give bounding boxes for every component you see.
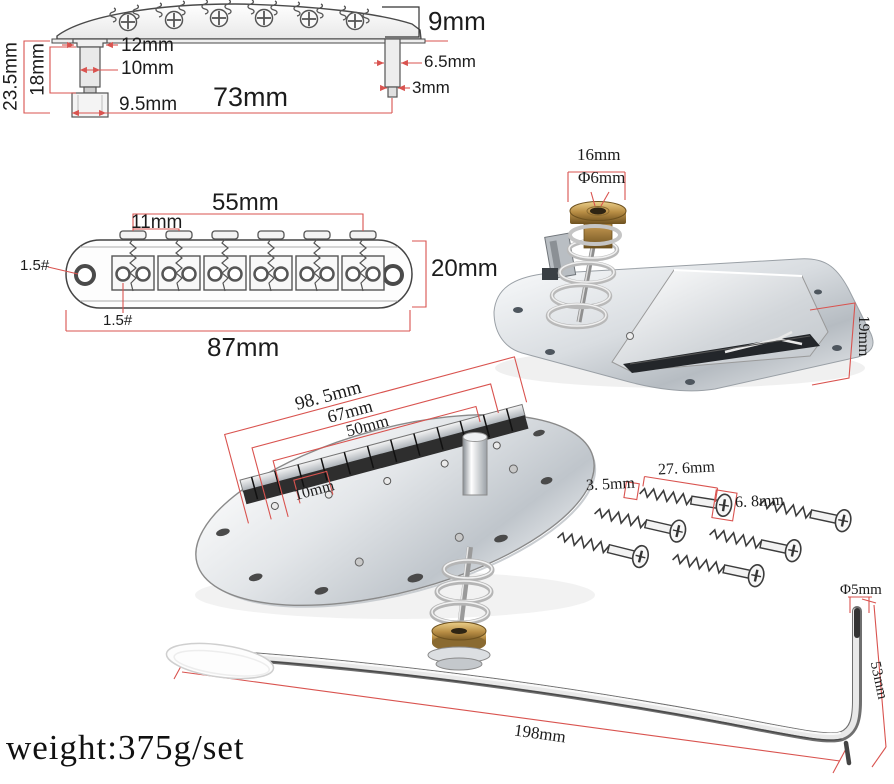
dim-shaft-length: 27. 6mm (657, 458, 716, 479)
bridge-plate-side (51, 3, 426, 44)
bridge-side-view-drawing (23, 0, 448, 118)
oval-plate (195, 413, 595, 607)
plate-height-bracket (382, 6, 420, 38)
tailpiece-dimensions (567, 171, 856, 386)
base-plate-holes (513, 289, 842, 385)
dim-hole-diameter: Φ6mm (578, 168, 626, 187)
arm-thread-tip (843, 740, 852, 766)
screw-2 (591, 500, 689, 545)
pivot-plate (611, 269, 829, 373)
base-plate-photo: 98. 5mm 67mm 50mm 10mm (195, 356, 597, 671)
dim-saddle-hole: 1.5# (103, 312, 133, 329)
dim-saddle-pitch: 11mm (131, 212, 183, 233)
plate-small-screws (354, 464, 518, 567)
tremolo-arm (165, 596, 887, 774)
dim-post-spacing: 73mm (213, 82, 289, 112)
tailpiece-photo (493, 171, 874, 392)
arm-bar (245, 606, 862, 766)
arm-socket-post (462, 432, 488, 496)
dim-tip-width: 3mm (412, 78, 450, 97)
dim-collar-width: 16mm (577, 145, 621, 164)
side-view-dimensions (23, 40, 422, 117)
right-post (384, 38, 401, 98)
dim-thread-diameter: 3. 5mm (585, 474, 636, 495)
weight-label: weight:375g/set (6, 728, 245, 767)
dim-plate-height: 9mm (428, 6, 486, 36)
screw-1 (623, 475, 738, 522)
bridge-front-view-drawing (47, 213, 427, 332)
dim-bushing-width: 9.5mm (119, 94, 178, 115)
screw-dimensions (623, 475, 738, 522)
screw-4 (706, 521, 804, 565)
rail-mount-screws (270, 441, 501, 510)
dim-post-width: 10mm (121, 58, 174, 79)
plate-screws (118, 8, 365, 32)
screw-3 (554, 524, 652, 571)
dim-body-height: 20mm (431, 255, 498, 282)
left-post (71, 38, 109, 118)
lock-bolt (542, 268, 558, 280)
dim-head-diameter: 6. 8mm (734, 491, 785, 512)
mount-hole-left (74, 264, 96, 286)
dim-flange-width: 12mm (121, 35, 174, 56)
base-plate-dimensions (223, 356, 528, 524)
front-view-dimensions (47, 213, 427, 332)
dim-rod-diameter: Φ5mm (840, 582, 882, 598)
dim-post-height: 18mm (27, 43, 49, 96)
dim-edge-height: 19mm (855, 315, 872, 357)
collar-hole (590, 207, 606, 215)
dim-total-width: 87mm (207, 332, 280, 362)
dim-mount-hole: 1.5# (20, 257, 50, 274)
plate-screw-slots (216, 429, 553, 595)
tension-spring-assembly (542, 201, 627, 330)
mount-hole-right (382, 264, 404, 286)
arm-white-tip (165, 642, 275, 680)
dim-total-height: 23.5mm (0, 42, 22, 111)
height-screws (119, 230, 377, 292)
dim-saddle-span: 55mm (212, 189, 279, 216)
bridge-rail (239, 403, 529, 505)
dim-right-post-width: 6.5mm (424, 52, 476, 71)
under-plate-spring (427, 546, 495, 671)
mounting-screws (554, 475, 854, 590)
